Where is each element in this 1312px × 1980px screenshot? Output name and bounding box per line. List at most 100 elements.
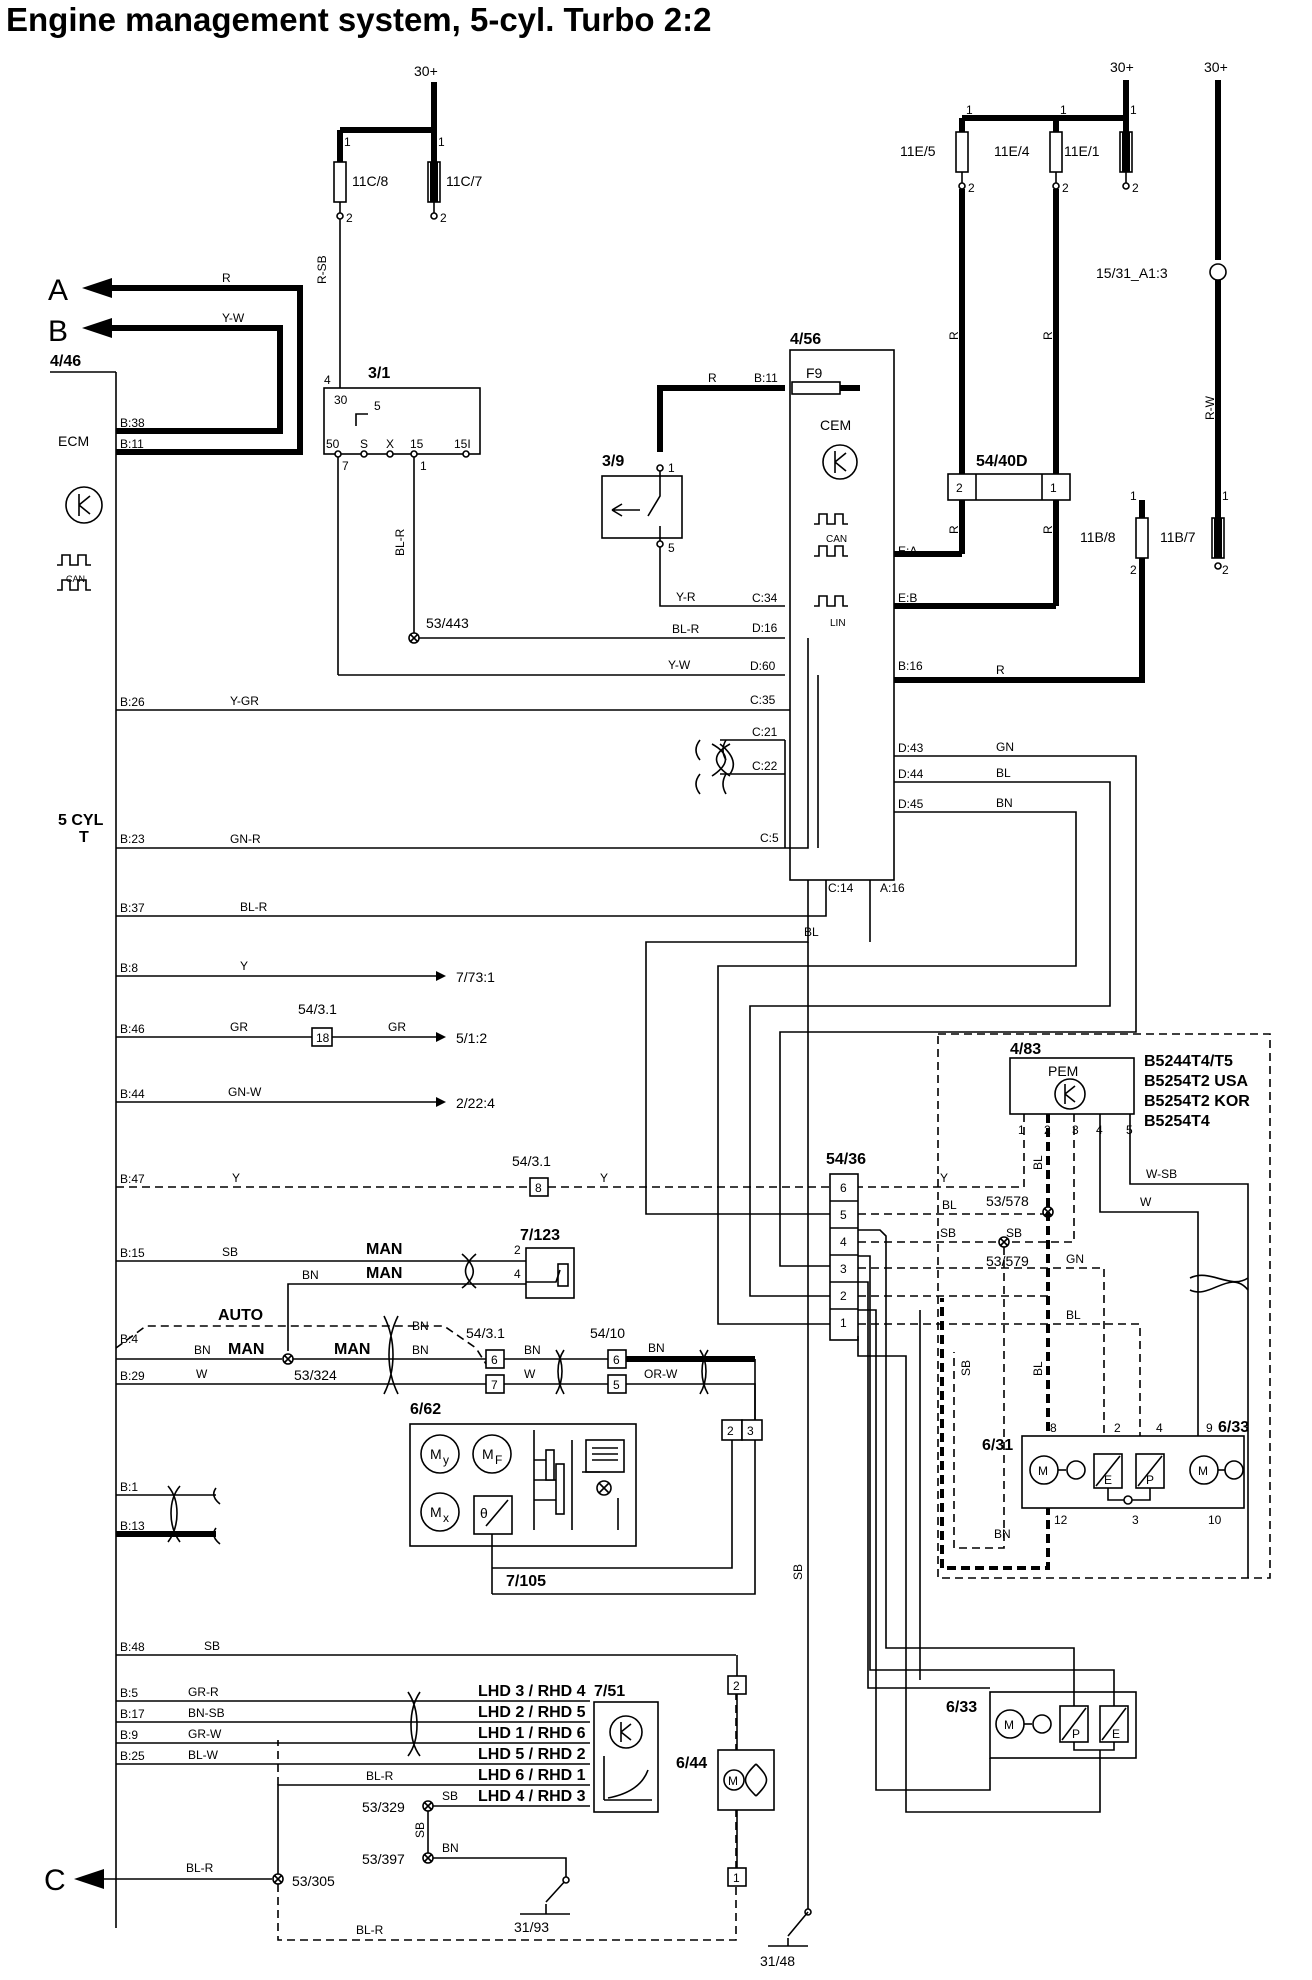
svg-text:4/56: 4/56 (790, 331, 821, 348)
svg-text:3/9: 3/9 (602, 453, 624, 470)
svg-text:7/73:1: 7/73:1 (456, 969, 495, 985)
svg-text:B5244T4/T5: B5244T4/T5 (1144, 1053, 1233, 1070)
svg-text:1: 1 (1018, 1123, 1025, 1137)
svg-text:BL-R: BL-R (672, 622, 700, 636)
svg-text:3: 3 (1072, 1123, 1079, 1137)
svg-text:30+: 30+ (1204, 59, 1228, 75)
svg-text:B:38: B:38 (120, 416, 145, 430)
svg-text:1: 1 (438, 135, 445, 149)
svg-text:30: 30 (334, 393, 348, 407)
svg-text:2: 2 (514, 1243, 521, 1257)
svg-text:11B/7: 11B/7 (1160, 529, 1196, 545)
svg-text:4: 4 (840, 1235, 847, 1249)
svg-text:D:60: D:60 (750, 659, 776, 673)
svg-text:R-W: R-W (1203, 395, 1217, 420)
svg-text:GR: GR (388, 1020, 406, 1034)
display-icon (585, 1439, 625, 1473)
svg-text:B: B (48, 315, 68, 348)
ecm-can-icon: CAN (57, 554, 91, 591)
svg-text:53/305: 53/305 (292, 1873, 335, 1889)
svg-text:2: 2 (1062, 181, 1069, 195)
svg-text:Y: Y (240, 959, 248, 973)
svg-text:A:16: A:16 (880, 881, 905, 895)
svg-text:M: M (1198, 1464, 1208, 1478)
svg-text:PEM: PEM (1048, 1063, 1078, 1079)
ecm-refs: Y 7/73:1 18 54/3.1 GR GR 5/1:2 GN-W 2/22… (116, 959, 495, 1111)
svg-text:Y-GR: Y-GR (230, 694, 259, 708)
svg-text:SB: SB (940, 1226, 956, 1240)
fuse-f9 (791, 381, 841, 395)
svg-text:53/579: 53/579 (986, 1253, 1029, 1269)
svg-text:R: R (708, 371, 717, 385)
svg-text:1: 1 (1222, 489, 1229, 503)
svg-text:7/123: 7/123 (520, 1227, 560, 1244)
svg-text:1: 1 (1050, 481, 1057, 495)
svg-text:31/48: 31/48 (760, 1953, 795, 1969)
svg-text:LHD 4 / RHD 3: LHD 4 / RHD 3 (478, 1788, 586, 1805)
svg-text:BL: BL (1031, 1155, 1045, 1170)
svg-text:B5254T2 USA: B5254T2 USA (1144, 1073, 1248, 1090)
twisted-pair-icon (695, 739, 731, 795)
svg-text:B:17: B:17 (120, 1707, 145, 1721)
svg-text:53/397: 53/397 (362, 1851, 405, 1867)
page-title: Engine management system, 5-cyl. Turbo 2… (6, 1, 712, 38)
svg-text:54/10: 54/10 (590, 1325, 625, 1341)
twist-icon-7123 (461, 1253, 477, 1289)
svg-text:GR-R: GR-R (188, 1685, 219, 1699)
svg-text:MAN: MAN (366, 1265, 402, 1282)
svg-text:R: R (947, 331, 961, 340)
svg-text:12: 12 (1054, 1513, 1068, 1527)
svg-text:2: 2 (1222, 563, 1229, 577)
supply-right: 30+ 30+ 1 1 1 11E/5 11E/4 11E/1 2 2 2 R … (894, 59, 1229, 683)
svg-text:1: 1 (668, 461, 675, 475)
ecm-cem-wires: Y-GR GN-R BL-R (116, 638, 827, 917)
svg-text:3: 3 (1132, 1513, 1139, 1527)
svg-text:2/22:4: 2/22:4 (456, 1095, 495, 1111)
svg-text:BN: BN (994, 1527, 1011, 1541)
pem-section: 4/83 PEM B5244T4/T5 B5254T2 USA B5254T2 … (858, 1033, 1271, 1579)
b47-wire: 8 54/3.1 Y Y (116, 1153, 830, 1197)
ecm-variant: 5 CYL (58, 812, 104, 829)
svg-text:4: 4 (514, 1267, 521, 1281)
svg-text:BN: BN (648, 1341, 665, 1355)
svg-text:B:44: B:44 (120, 1087, 145, 1101)
svg-text:X: X (386, 437, 394, 451)
svg-text:B:1: B:1 (120, 1480, 138, 1494)
svg-text:11E/1: 11E/1 (1064, 143, 1100, 159)
svg-text:M: M (728, 1774, 738, 1788)
svg-text:6: 6 (613, 1353, 620, 1367)
svg-text:2: 2 (1130, 563, 1137, 577)
svg-text:LHD 5 / RHD 2: LHD 5 / RHD 2 (478, 1746, 586, 1763)
svg-text:S: S (360, 437, 368, 451)
svg-text:GN-R: GN-R (230, 832, 261, 846)
svg-text:50: 50 (326, 437, 340, 451)
svg-text:B:46: B:46 (120, 1022, 145, 1036)
svg-text:R: R (1041, 525, 1055, 534)
svg-text:6: 6 (491, 1353, 498, 1367)
svg-text:53/578: 53/578 (986, 1193, 1029, 1209)
svg-text:Y-W: Y-W (668, 658, 691, 672)
svg-text:BN: BN (194, 1343, 211, 1357)
svg-text:SB: SB (413, 1822, 427, 1838)
svg-text:GN: GN (996, 740, 1014, 754)
svg-text:54/36: 54/36 (826, 1151, 866, 1168)
svg-text:P: P (1072, 1727, 1080, 1741)
svg-text:R: R (1041, 331, 1055, 340)
svg-text:7: 7 (342, 459, 349, 473)
svg-text:7: 7 (491, 1378, 498, 1392)
svg-text:53/443: 53/443 (426, 615, 469, 631)
connector-54-40d (947, 473, 1071, 501)
svg-text:1: 1 (840, 1316, 847, 1330)
component-6-31-upper: 6/31 6/33 8 2 4 9 M E P M 12 3 10 (982, 1419, 1249, 1527)
svg-text:2: 2 (1114, 1421, 1121, 1435)
svg-text:C:14: C:14 (828, 881, 854, 895)
b48-section: SB GR-R BN-SB GR-W BL-W LHD 3 / RHD 4 LH… (116, 1639, 775, 1941)
svg-text:10: 10 (1208, 1513, 1222, 1527)
svg-text:6: 6 (840, 1181, 847, 1195)
svg-text:6/31: 6/31 (982, 1437, 1013, 1454)
svg-text:1: 1 (966, 103, 973, 117)
svg-text:3: 3 (747, 1424, 754, 1438)
svg-text:LIN: LIN (830, 618, 846, 629)
man-auto-section: AUTO BN MAN 53/324 MAN BN BN W 6 7 54/3.… (115, 1307, 763, 1595)
